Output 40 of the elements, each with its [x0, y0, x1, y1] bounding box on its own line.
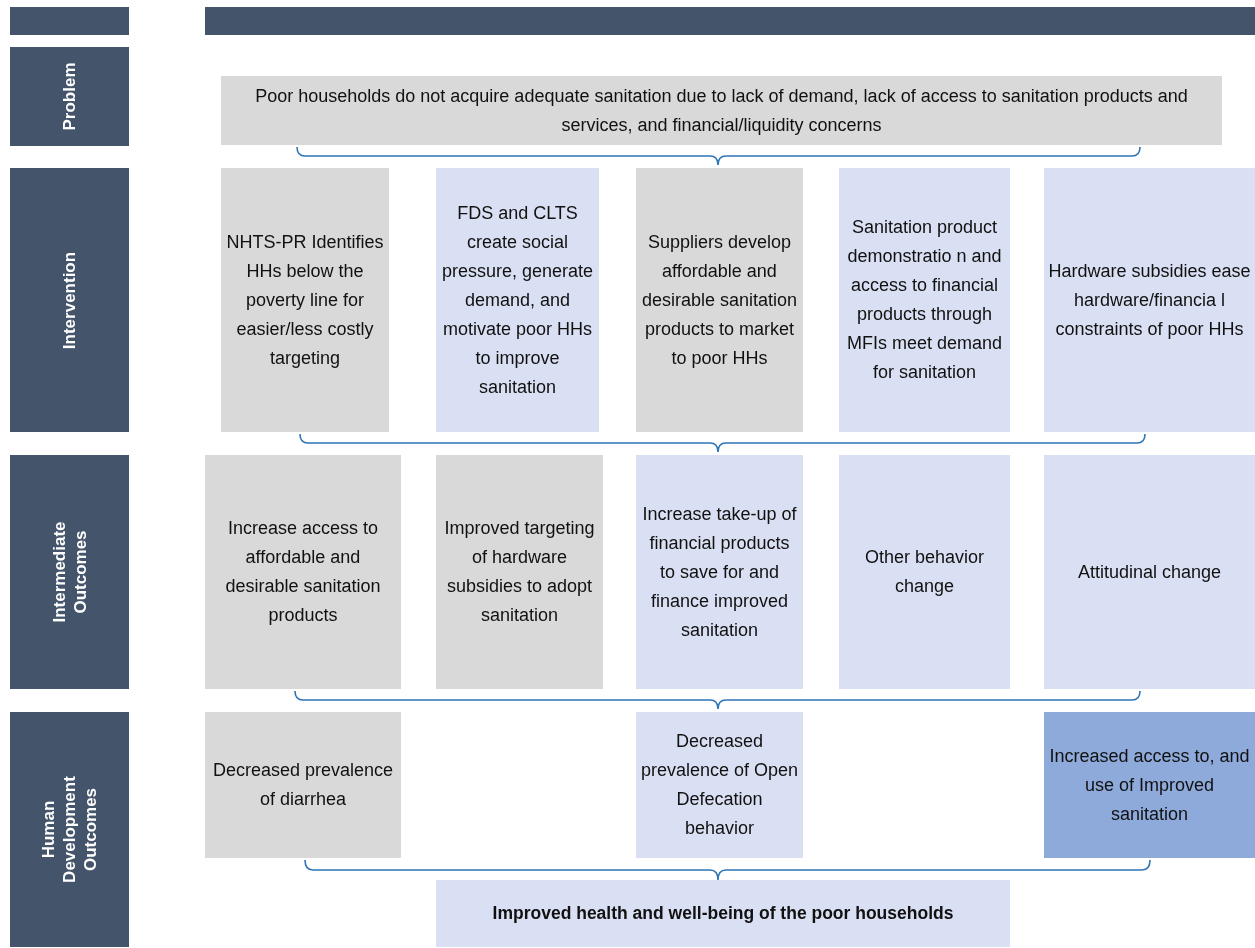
goal-box	[436, 880, 1010, 947]
row-header	[10, 47, 129, 146]
box-text: Hardware subsidies ease hardware/financia l constraints of poor HHs	[1048, 259, 1251, 341]
box-text: NHTS-PR Identifies HHs below the poverty line for easier/less costly targeting	[225, 230, 385, 370]
content-box	[205, 455, 401, 689]
box-text: Improved targeting of hardware subsidies to adopt sanitation	[443, 517, 596, 627]
content-box	[839, 168, 1010, 432]
header-bar	[205, 7, 1255, 35]
content-box	[221, 168, 389, 432]
content-box	[205, 712, 401, 858]
box-text: Suppliers develop affordable and desirable sanitation products to market to poor HHs	[640, 230, 799, 370]
box-text: Decreased prevalence of diarrhea	[211, 759, 395, 811]
content-box	[436, 168, 599, 432]
content-box	[636, 455, 803, 689]
box-text: Other behavior change	[863, 546, 986, 598]
row-header	[10, 455, 129, 689]
content-box	[1044, 712, 1255, 858]
box-text: Decreased prevalence of Open Defecation behavior	[640, 730, 799, 840]
box-text: Attitudinal change	[1077, 560, 1222, 584]
content-box	[1044, 168, 1255, 432]
content-box	[436, 455, 603, 689]
row-header	[10, 168, 129, 432]
row-title: Intervention	[59, 250, 80, 351]
content-box	[636, 712, 803, 858]
box-text: Increased access to, and use of Improved sanitation	[1048, 744, 1251, 826]
header-bar	[10, 7, 129, 35]
box-text: FDS and CLTS create social pressure, generate demand, and motivate poor HHs to improve sanitation	[440, 201, 595, 399]
row-header	[10, 712, 129, 947]
content-box	[839, 455, 1010, 689]
box-text: Improved health and well-being of the poor households	[491, 902, 955, 925]
row-title: Intermediate Outcomes	[48, 520, 91, 625]
row-title: Human Development Outcomes	[38, 775, 101, 885]
row-title: Problem	[59, 61, 80, 133]
content-box	[1044, 455, 1255, 689]
content-box	[636, 168, 803, 432]
content-box	[221, 76, 1222, 145]
box-text: Increase take-up of financial products to save for and finance improved sanitation	[641, 502, 798, 642]
box-text: Sanitation product demonstratio n and access to financial products through MFIs meet demand for sanitation	[845, 216, 1004, 384]
box-text: Poor households do not acquire adequate sanitation due to lack of demand, lack of access to sanitation products and services, and financial/liquidity concerns	[254, 84, 1189, 137]
box-text: Increase access to affordable and desirable sanitation products	[224, 517, 382, 627]
